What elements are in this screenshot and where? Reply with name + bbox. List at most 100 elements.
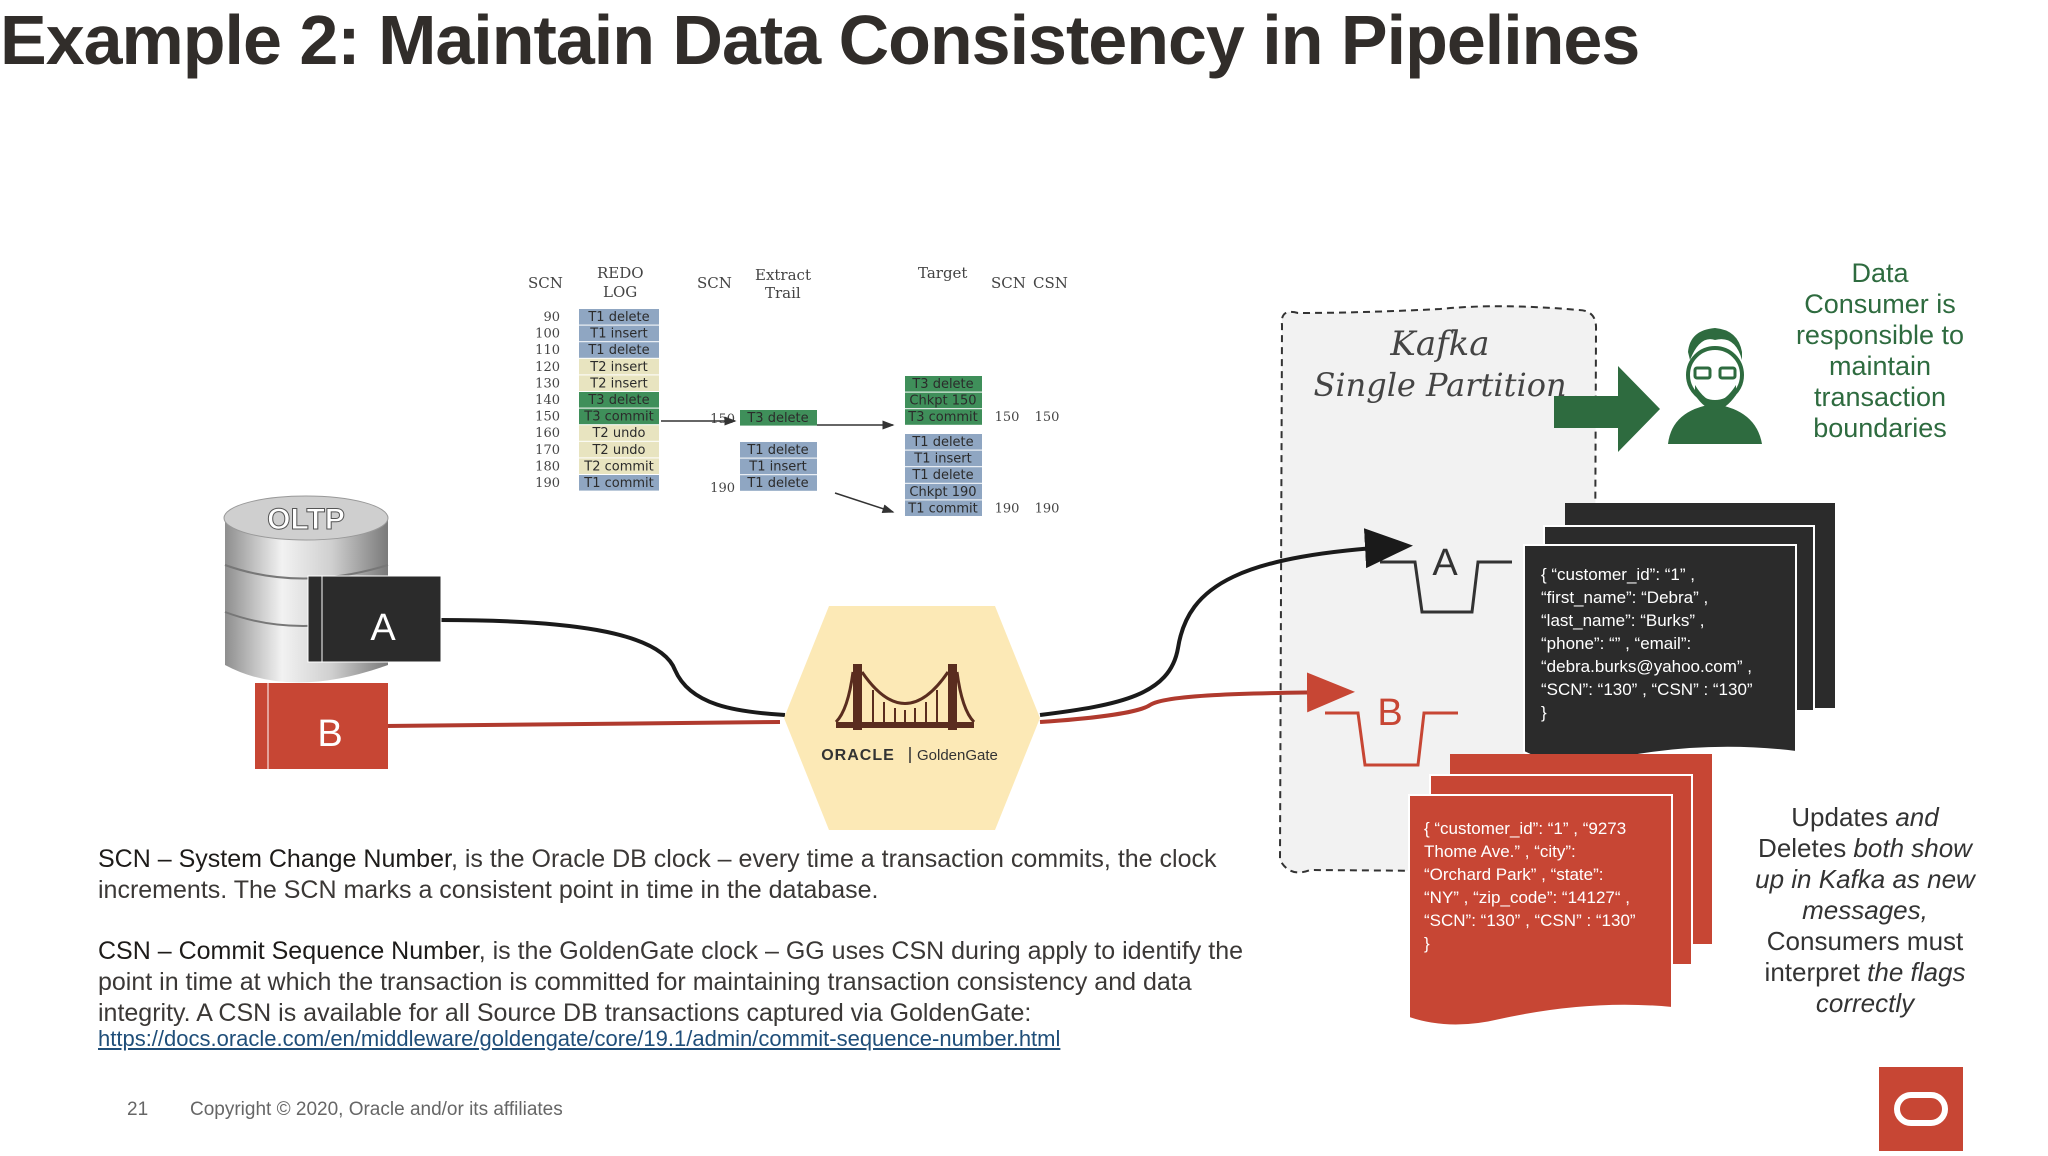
extract-cell (740, 475, 817, 491)
header-extract: Extract (755, 266, 811, 284)
redo-scn: 160 (535, 426, 560, 441)
message-line: } (1541, 703, 1547, 722)
redo-cell (579, 375, 659, 391)
redo-scn: 180 (535, 459, 560, 474)
csn-definition: CSN – Commit Sequence Number, is the Gol… (98, 936, 1258, 1029)
redo-op: T1 delete (587, 310, 649, 325)
scn-definition: SCN – System Change Number, is the Oracl… (98, 844, 1258, 906)
target-cell (905, 392, 982, 409)
target-op: T1 delete (911, 468, 973, 483)
redo-cell (579, 358, 659, 375)
csn-term: CSN – Commit Sequence Number (98, 937, 479, 965)
redo-op: T2 insert (589, 360, 647, 375)
redo-scn: 120 (535, 360, 560, 375)
oltp-record-b (255, 683, 388, 769)
kafka-subtitle: Single Partition (1313, 366, 1566, 404)
target-op: T1 delete (911, 435, 973, 450)
extract-cell (740, 458, 817, 475)
oltp-record-a (307, 575, 442, 663)
redo-cell (579, 425, 659, 441)
header-csn: CSN (1033, 274, 1068, 292)
page-number: 21 (127, 1099, 149, 1120)
target-cell (905, 376, 982, 392)
message-line: Thome Ave.” , “city”: (1424, 842, 1576, 861)
message-line: “last_name”: “Burks” , (1541, 611, 1704, 630)
redo-cell (579, 392, 659, 408)
extract-cell (740, 410, 817, 426)
target-op: T1 insert (913, 452, 971, 467)
target-op: T3 commit (907, 410, 977, 425)
redo-op: T1 insert (589, 327, 647, 342)
extract-target-arrow-190 (834, 492, 895, 514)
updates-deletes-note: Updates and Deletes both show up in Kafk… (1755, 802, 1975, 1018)
kafka-label-b: B (1377, 692, 1402, 734)
target-scn: 190 (995, 501, 1020, 516)
redo-scn: 130 (535, 376, 560, 391)
target-csn: 190 (1035, 501, 1060, 516)
target-cell (905, 450, 982, 467)
target-cell (905, 500, 982, 516)
consumer-arrow (1554, 366, 1660, 452)
redo-cell (579, 441, 659, 458)
target-cell (905, 409, 982, 425)
header-redo: REDO (597, 264, 644, 282)
copyright: Copyright © 2020, Oracle and/or its affi… (190, 1099, 563, 1120)
redo-cell (579, 325, 659, 342)
oracle-wordmark: ORACLE (821, 747, 895, 764)
message-line: “NY” , “zip_code”: “14127“ , (1424, 888, 1630, 907)
target-op: T3 delete (911, 377, 973, 392)
data-consumer-icon (1668, 328, 1762, 444)
target-cell (905, 467, 982, 483)
oracle-logo (1879, 1067, 1963, 1151)
redo-scn: 100 (535, 327, 560, 342)
redo-scn: 140 (535, 393, 560, 408)
redo-op: T2 commit (583, 459, 653, 474)
extract-op: T3 delete (746, 411, 808, 426)
header-scn: SCN (528, 274, 563, 292)
message-line: “SCN”: “130” , “CSN” : “130” (1541, 680, 1753, 699)
kafka-partition-b (1325, 711, 1458, 767)
message-line: “phone”: “” , “email”: (1541, 634, 1691, 653)
redo-op: T3 delete (587, 393, 649, 408)
message-a-stack: { “customer_id”: “1” ,“first_name”: “Deb… (1523, 503, 1835, 766)
extract-cell (740, 442, 817, 458)
golden-gate-bridge-icon (834, 664, 976, 730)
csn-text: , is the GoldenGate clock – GG uses CSN … (98, 937, 1244, 1027)
target-cell (905, 483, 982, 500)
header-target: Target (918, 264, 967, 282)
header-trail: Trail (765, 284, 801, 302)
line-oltp-a-to-gg (439, 618, 786, 717)
kafka-label-a: A (1432, 542, 1458, 584)
header-scn-extract: SCN (697, 274, 732, 292)
oracle-o-icon (1894, 1092, 1948, 1126)
redo-op: T2 undo (591, 426, 645, 441)
redo-cell (579, 408, 659, 425)
header-scn-target: SCN (991, 274, 1026, 292)
redo-op: T3 commit (583, 410, 653, 425)
oltp-label: OLTP (267, 503, 345, 536)
redo-op: T1 commit (583, 476, 653, 491)
goldengate-hexagon: ORACLE GoldenGate (784, 606, 1040, 830)
scn-term: SCN – System Change Number (98, 845, 451, 873)
message-line: “Orchard Park” , “state”: (1424, 865, 1603, 884)
header-log: LOG (603, 283, 637, 301)
target-op: T1 commit (907, 501, 977, 516)
redo-op: T2 insert (589, 376, 647, 391)
csn-docs-link[interactable]: https://docs.oracle.com/en/middleware/go… (98, 1026, 1061, 1051)
redo-scn: 90 (543, 310, 560, 325)
redo-cell (579, 309, 659, 325)
kafka-title: Kafka (1389, 324, 1489, 364)
redo-cell (579, 475, 659, 491)
target-op: Chkpt 150 (909, 394, 976, 409)
extract-op: T1 delete (746, 443, 808, 458)
target-cell (905, 434, 982, 450)
redo-log-table: SCN REDO LOG SCN Extract Trail Target SC… (528, 264, 1068, 516)
oltp-record-a-label: A (370, 607, 396, 649)
extract-scn: 150 (710, 412, 735, 427)
message-line: “SCN”: “130” , “CSN” : “130” (1424, 911, 1636, 930)
message-line: { “customer_id”: “1” , “9273 (1424, 819, 1626, 838)
redo-scn: 170 (535, 443, 560, 458)
redo-scn: 150 (535, 410, 560, 425)
target-op: Chkpt 190 (909, 485, 976, 500)
extract-scn: 190 (710, 481, 735, 496)
